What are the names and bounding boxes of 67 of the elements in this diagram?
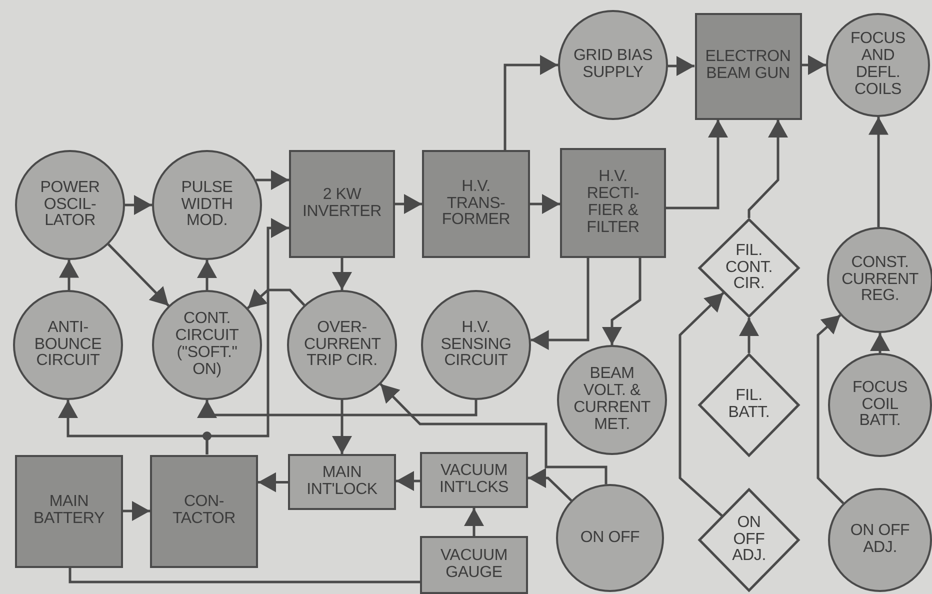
node-label: POWER OSCIL- LATOR: [39, 180, 101, 230]
node-label: MAIN BATTERY: [32, 494, 106, 528]
process-box: [422, 150, 530, 258]
node-label: FIL. CONT. CIR.: [724, 242, 774, 294]
node-label: BEAM VOLT. & CURRENT MET.: [572, 366, 652, 434]
connector-arrow: [395, 194, 422, 214]
node-label: ANTI- BOUNCE CIRCUIT: [33, 320, 103, 370]
process-box: [288, 454, 396, 510]
connector-arrow: [748, 120, 788, 218]
connector-arrow: [197, 400, 478, 418]
connector-arrow: [108, 243, 170, 307]
decision-diamond: [698, 353, 800, 457]
node-label: H.V. TRANS- FORMER: [440, 178, 512, 230]
node-label: VACUUM GAUGE: [440, 548, 508, 582]
process-box: [420, 452, 528, 508]
connector-arrow: [739, 318, 759, 353]
connector-arrow: [602, 258, 642, 345]
node-label: ON OFF ADJ.: [849, 523, 911, 557]
node-label: CONT. CIRCUIT ("SOFT." ON): [174, 311, 240, 379]
connector-arrow: [530, 194, 560, 214]
node-label: H.V. RECTI- FIER & FILTER: [586, 169, 640, 237]
connector-arrow: [668, 56, 694, 76]
connector-arrow: [206, 218, 289, 454]
node-label: ON OFF ADJ.: [731, 514, 767, 566]
node-label: GRID BIAS SUPPLY: [573, 48, 653, 82]
node-label: FOCUS AND DEFL. COILS: [849, 31, 906, 99]
node-label: ON OFF: [579, 530, 641, 546]
connector-arrow: [123, 501, 150, 521]
process-box: [289, 150, 395, 258]
connector-arrow: [678, 292, 724, 517]
node-label: H.V. SENSING CIRCUIT: [440, 320, 512, 370]
node-label: VACUUM INT'LCKS: [438, 463, 510, 497]
decision-diamond: [698, 218, 800, 318]
node-label: PULSE WIDTH MOD.: [180, 180, 234, 230]
node-label: 2 KW INVERTER: [301, 187, 382, 221]
connector-arrow: [197, 260, 217, 290]
process-box: [150, 454, 258, 568]
node-label: MAIN INT'LOCK: [306, 465, 378, 499]
decision-diamond: [698, 488, 800, 592]
connector-arrow: [528, 468, 572, 502]
connector-arrow: [802, 55, 826, 75]
connector-arrow: [380, 383, 608, 484]
node-label: FIL. BATT.: [727, 388, 771, 422]
connector-arrow: [332, 258, 352, 290]
process-box: [15, 454, 123, 568]
process-box: [694, 12, 802, 120]
connector-arrow: [256, 170, 289, 190]
connector-arrow: [125, 195, 152, 215]
connector-arrow: [816, 314, 844, 504]
node-label: CON- TACTOR: [171, 494, 237, 528]
connector-arrow: [504, 55, 558, 150]
process-box: [560, 148, 666, 258]
node-label: ELECTRON BEAM GUN: [704, 49, 792, 83]
connector-arrow: [258, 472, 288, 492]
connector-arrow: [464, 508, 484, 536]
connector-arrow: [332, 400, 352, 454]
node-label: CONST. CURRENT REG.: [840, 254, 920, 306]
node-label: OVER- CURRENT TRIP CIR.: [304, 320, 380, 370]
connector-arrow: [59, 260, 79, 290]
connector-arrow: [868, 116, 888, 228]
connector-arrow: [396, 471, 420, 491]
node-label: FOCUS COIL BATT.: [851, 380, 908, 430]
connector-arrow: [870, 333, 890, 353]
connector-arrow: [530, 258, 590, 350]
connector-arrow: [666, 120, 728, 210]
process-box: [420, 536, 528, 594]
connector-arrow: [246, 288, 306, 310]
